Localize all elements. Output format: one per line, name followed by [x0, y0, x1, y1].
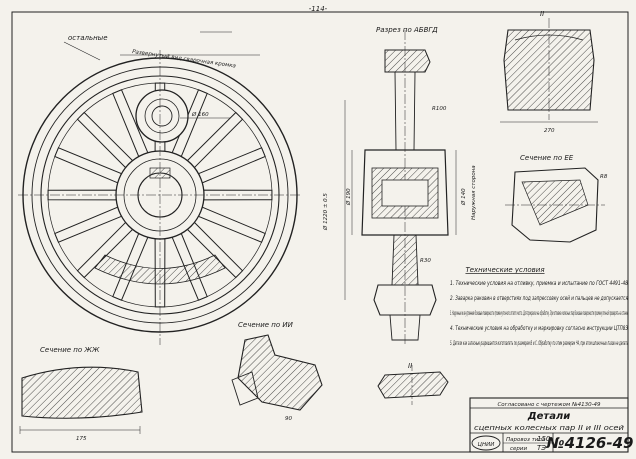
logo: ЦНИИ [478, 442, 495, 448]
condition-item-1: 1. Технические условия на отливку, прием… [450, 280, 628, 287]
condition-item-2: 2. Заварка раковин в отверстиях под запр… [450, 295, 628, 302]
section-ee [505, 167, 605, 243]
dim-r100: R100 [432, 106, 447, 112]
agreed-note: Согласовано с чертежом №4130-49 [497, 402, 601, 408]
dim-d190: Ø 190 [345, 188, 352, 206]
section-title-ee: Сечение по ЕЕ [520, 154, 574, 162]
series-value: ТЭ [537, 444, 546, 452]
dim-d160: Ø 160 [191, 111, 209, 118]
dim-l90: 90 [285, 416, 292, 422]
section-ii-top [500, 18, 598, 123]
section-title-zhzh: Сечение по ЖЖ [40, 346, 100, 354]
roman-ii-lower: II [408, 362, 412, 370]
note-rest: остальные [68, 34, 108, 42]
section-zhzh [19, 366, 143, 434]
drawing-number: №4126-49 [546, 434, 634, 452]
title-block [469, 397, 629, 453]
condition-item-5: 5. Детали как запасные разрешается изгот… [450, 339, 628, 347]
dim-r30: R30 [420, 258, 431, 264]
title-line-1: Детали [527, 411, 571, 422]
condition-item-3: 3. Наружные и внутренние боковые поверхн… [450, 309, 628, 317]
page-number: -114- [309, 5, 328, 13]
outer-side-label: Наружная сторона [471, 165, 477, 220]
sheet-frame [11, 11, 629, 453]
wheel-front-view [18, 31, 302, 345]
axial-section [344, 30, 457, 345]
dim-d140: Ø 140 [460, 188, 467, 206]
dim-l175: 175 [76, 436, 87, 442]
section-title-ii: Сечение по ИИ [238, 321, 294, 329]
type-label: Паровоз типа [506, 437, 546, 443]
series-label: серии [510, 446, 527, 452]
roman-ii-top: II [540, 10, 544, 18]
condition-item-4: 4. Технические условия на обработку и ма… [450, 324, 628, 332]
dim-l270: 270 [544, 128, 555, 134]
section-title-abvgd: Разрез по АБВГД [376, 26, 438, 34]
conditions-title: Технические условия [465, 266, 544, 274]
section-ii-cross [231, 334, 323, 411]
dim-r8: R8 [600, 174, 608, 180]
technical-conditions: Технические условия 1. Технические услов… [450, 266, 628, 347]
view-label: Развернутый вид сварочная кромка [132, 49, 237, 70]
title-line-2: сцепных колесных пар II и III осей [474, 424, 625, 432]
dim-d1220: Ø 1220 ± 0.5 [322, 193, 329, 231]
type-value: 150 [537, 435, 551, 443]
section-ii-lower [377, 365, 449, 405]
